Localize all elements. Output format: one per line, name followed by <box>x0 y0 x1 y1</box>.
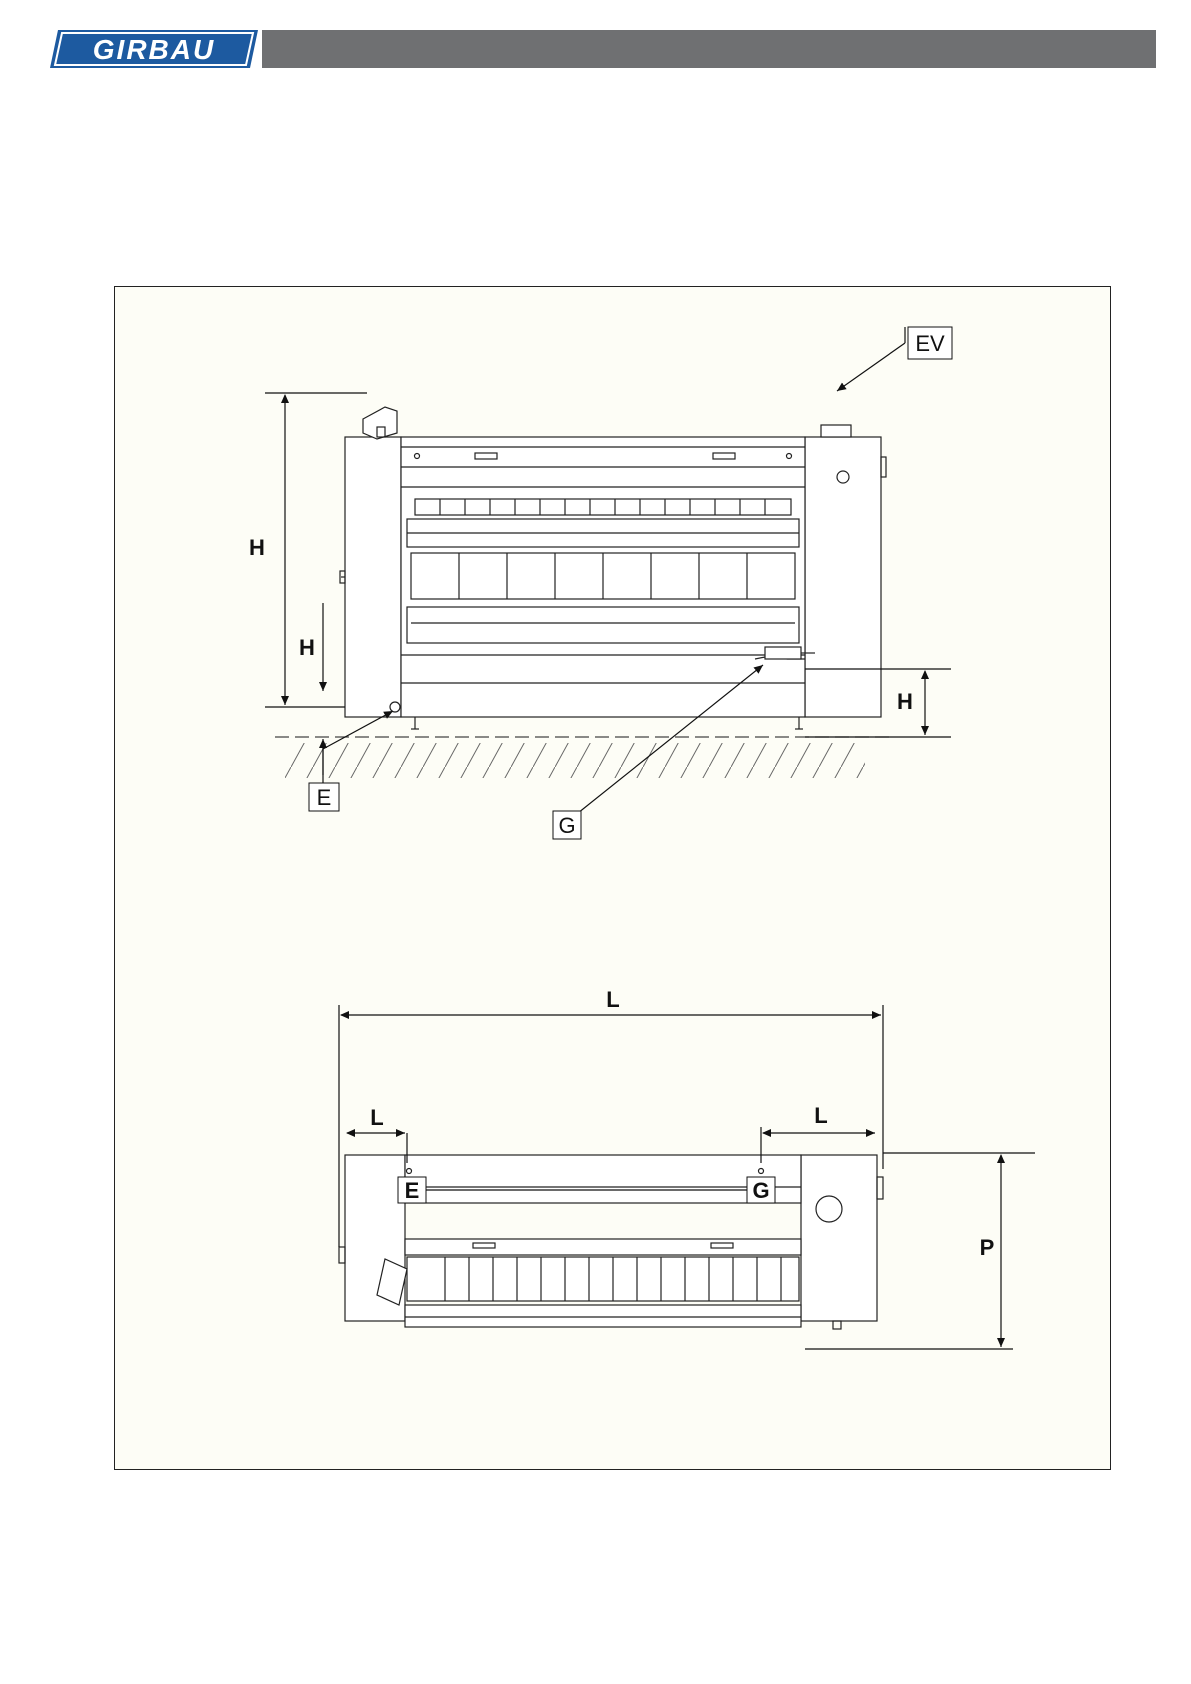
floor-hatch <box>285 743 865 778</box>
header-bar <box>262 30 1156 68</box>
callout-e-label: E <box>317 785 332 810</box>
brand-logo: GIRBAU <box>50 28 260 70</box>
dim-height-g-label: H <box>897 689 913 714</box>
marker-g-label: G <box>752 1178 769 1203</box>
page-header: GIRBAU <box>0 0 1191 80</box>
dim-height-e-label: H <box>299 635 315 660</box>
dim-length-e-label: L <box>370 1105 383 1130</box>
logo-text: GIRBAU <box>93 34 215 65</box>
dim-length-total-label: L <box>606 987 619 1012</box>
callout-ev-label: EV <box>915 331 945 356</box>
dim-height-total-label: H <box>249 535 265 560</box>
drawing-frame: H H H EV E G <box>114 286 1111 1470</box>
technical-drawing: H H H EV E G <box>115 287 1112 1471</box>
dim-length-g-label: L <box>814 1103 827 1128</box>
callout-g-label: G <box>558 813 575 838</box>
logo-graphic: GIRBAU <box>50 28 260 70</box>
marker-e-label: E <box>405 1178 420 1203</box>
dim-depth-label: P <box>980 1235 995 1260</box>
front-view <box>275 407 895 778</box>
